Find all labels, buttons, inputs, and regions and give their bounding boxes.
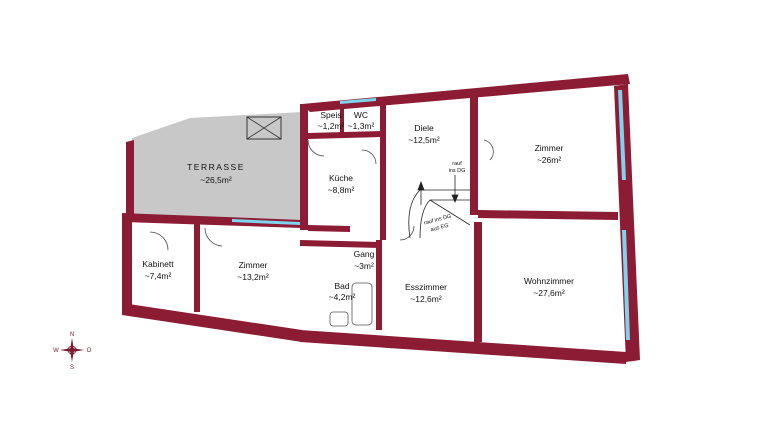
windows	[232, 90, 630, 340]
doors	[149, 139, 494, 251]
bathtub-icon	[329, 282, 373, 327]
skylight-icon	[246, 116, 282, 140]
room-name-wohnzimmer: Wohnzimmer	[524, 276, 574, 286]
room-area-kueche: ~8,8m²	[328, 185, 355, 195]
room-name-kabinett: Kabinett	[142, 259, 174, 269]
room-name-terrasse: TERRASSE	[187, 162, 245, 172]
room-area-zimmer13: ~13,2m²	[237, 272, 269, 282]
compass-south: S	[70, 365, 74, 371]
compass-east: O	[87, 348, 92, 354]
room-name-bad: Bad	[334, 281, 349, 291]
room-area-speis: ~1,2m²	[318, 121, 345, 131]
room-name-diele: Diele	[414, 123, 434, 133]
room-name-esszimmer: Esszimmer	[405, 282, 447, 292]
staircase	[408, 175, 471, 239]
room-name-wc: WC	[354, 110, 368, 120]
room-name-speis: Speis	[320, 110, 341, 120]
room-name-zimmer26: Zimmer	[535, 143, 564, 153]
compass-west: W	[53, 348, 59, 354]
room-name-kueche: Küche	[329, 173, 353, 183]
room-area-wc: ~1,3m²	[348, 121, 375, 131]
outer-walls	[122, 74, 640, 364]
room-area-kabinett: ~7,4m²	[145, 271, 172, 281]
compass-icon: N S W O	[53, 332, 92, 371]
stair-up-label-2: ins DG	[449, 168, 466, 174]
room-area-terrasse: ~26,5m²	[200, 175, 232, 185]
stair-up-label-1: rauf	[452, 161, 462, 167]
room-area-diele: ~12,5m²	[408, 135, 440, 145]
room-area-bad: ~4,2m²	[329, 292, 356, 302]
room-area-esszimmer: ~12,6m²	[410, 294, 442, 304]
room-area-gang: ~3m²	[354, 261, 374, 271]
room-name-gang: Gang	[354, 249, 375, 259]
room-area-wohnzimmer: ~27,6m²	[533, 288, 565, 298]
compass-north: N	[70, 332, 74, 338]
stair-down-label-2: aus EG	[430, 223, 449, 234]
room-name-zimmer13: Zimmer	[239, 260, 268, 270]
room-area-zimmer26: ~26m²	[537, 155, 561, 165]
